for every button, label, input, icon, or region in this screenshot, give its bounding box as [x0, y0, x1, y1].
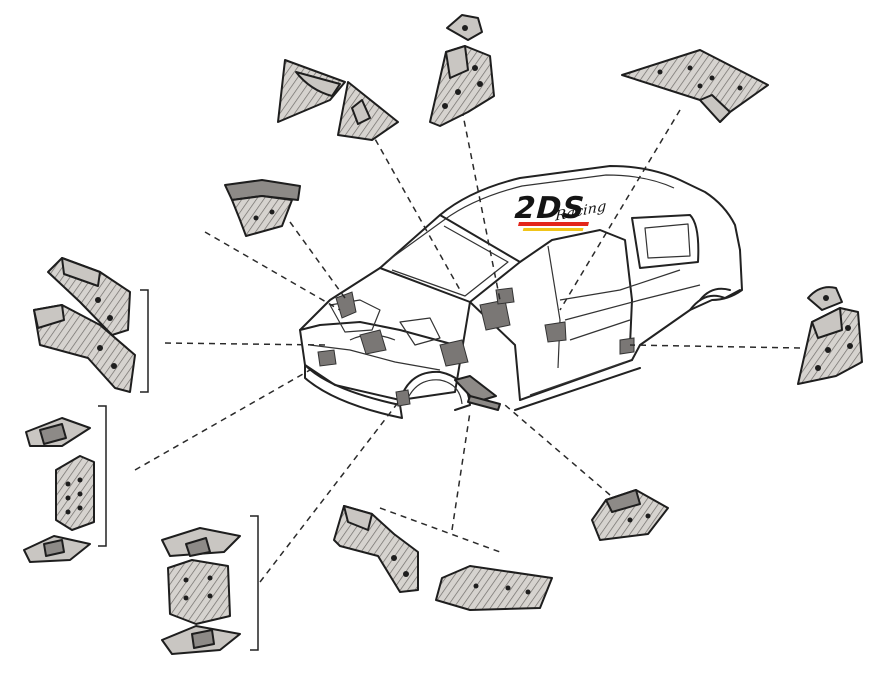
part-stack-bottom-middle	[167, 559, 231, 625]
part-small-plate-top	[446, 14, 483, 41]
part-stack-bottom-top	[161, 527, 241, 557]
part-angled-bracket-bottom	[333, 505, 419, 593]
part-chassis-rail-upper	[47, 257, 131, 336]
part-floor-plate-top-right	[621, 49, 769, 123]
logo-brand-text: 2DS	[510, 191, 589, 225]
leader-lines	[134, 109, 801, 583]
part-sill-bracket-bottom-right	[591, 489, 669, 541]
part-stack-bottom-bottom	[161, 625, 241, 655]
car-body-shell	[299, 165, 743, 419]
part-stack-left-bottom	[23, 535, 91, 563]
part-small-plate-right	[807, 286, 843, 311]
part-chassis-rail-lower	[33, 304, 136, 393]
part-stack-left-middle	[55, 455, 95, 531]
car-mounted-gussets	[317, 287, 635, 411]
part-tall-bracket-top	[429, 45, 495, 127]
part-stack-left-top	[25, 417, 91, 447]
group-brackets	[98, 289, 259, 651]
brand-logo: 2DS Racing	[510, 191, 606, 231]
part-tall-bracket-right	[797, 307, 863, 385]
part-l-bracket-upper-left	[224, 179, 301, 237]
part-flat-plate-bottom	[435, 565, 553, 611]
part-triangle-gussets-top-left	[277, 59, 399, 141]
